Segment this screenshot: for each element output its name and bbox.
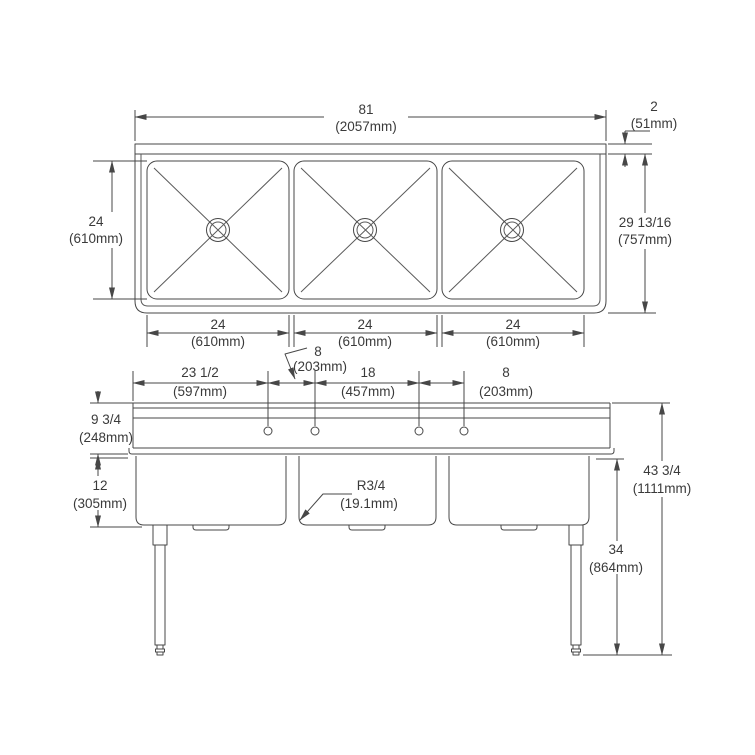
dim-rim-thickness-mm: (51mm): [631, 116, 678, 131]
drain-icon-2-inner: [356, 221, 374, 239]
dim-overall-height-in: 43 3/4: [643, 463, 681, 478]
dim-deck-height-in: 9 3/4: [91, 412, 122, 427]
dim-bowl-ftb-in: 24: [88, 214, 104, 229]
dim-faucet-chain: 23 1/2 (597mm) 18 (457mm) 8 (203mm) 8 (2…: [132, 344, 533, 426]
dim-overall-width-mm: (2057mm): [335, 119, 397, 134]
front-view: [128, 402, 672, 656]
dim-faucet-offset-left-in: 23 1/2: [181, 365, 219, 380]
dim-deck-height-mm: (248mm): [79, 430, 133, 445]
bowl-2-front: [298, 456, 437, 526]
bowl-2: [293, 160, 438, 300]
deck-sides: [132, 403, 611, 448]
dim-corner-radius-in: R3/4: [357, 478, 386, 493]
top-view: [134, 143, 607, 314]
dim-bowl-depth-in: 12: [92, 478, 107, 493]
dim-rim-thickness-in: 2: [650, 99, 658, 114]
faucet-hole-3: [414, 426, 424, 436]
dim-faucet-spacing-left-mm: (203mm): [293, 359, 347, 374]
dim-bowl-depth: 12 (305mm): [68, 457, 142, 528]
dim-faucet-spread-in: 18: [360, 365, 375, 380]
dim-bowl-3-width: 24 (610mm): [441, 315, 585, 349]
dim-overall-depth: 29 13/16 (757mm): [608, 153, 678, 314]
dim-overall-height: 43 3/4 (1111mm): [612, 402, 693, 656]
top-view-outline: [134, 143, 607, 314]
dim-overall-depth-mm: (757mm): [618, 232, 672, 247]
faucet-hole-1: [263, 426, 273, 436]
dim-bowl-3-width-mm: (610mm): [486, 334, 540, 349]
dim-faucet-spread-mm: (457mm): [341, 384, 395, 399]
bowl-3-diagonals: [448, 167, 578, 293]
drain-icon-1-inner: [209, 221, 227, 239]
drain-icon-3: [500, 218, 524, 242]
dim-overall-height-mm: (1111mm): [633, 481, 692, 496]
dim-faucet-offset-left-mm: (597mm): [173, 384, 227, 399]
dim-faucet-spacing-right-in: 8: [502, 365, 510, 380]
dim-overall-width-in: 81: [358, 102, 373, 117]
dim-corner-radius-mm: (19.1mm): [340, 496, 398, 511]
dim-floor-to-underside: 34 (864mm): [587, 458, 646, 656]
faucet-hole-2: [310, 426, 320, 436]
dimensions: 81 (2057mm) 2 (51mm) 29 13/16 (757mm) 24: [66, 99, 693, 656]
dim-bowl-1-width-mm: (610mm): [191, 334, 245, 349]
dim-bowl-2-width: 24 (610mm): [293, 315, 438, 349]
deck-top-lines: [133, 402, 610, 419]
drain-fitting-3: [500, 525, 538, 531]
drain-icon-1: [206, 218, 230, 242]
dim-overall-width: 81 (2057mm): [134, 102, 607, 141]
bowl-1-front: [135, 456, 287, 526]
dim-floor-to-underside-in: 34: [608, 542, 624, 557]
drain-fitting-1: [192, 525, 230, 531]
drain-fitting-2: [348, 525, 386, 531]
drain-icon-2: [353, 218, 377, 242]
dim-bowl-2-width-in: 24: [357, 317, 373, 332]
dim-faucet-spacing-right-mm: (203mm): [479, 384, 533, 399]
left-leg: [152, 524, 168, 656]
front-lip: [128, 448, 615, 455]
dim-rim-thickness: 2 (51mm): [608, 99, 677, 167]
drain-icon-3-inner: [503, 221, 521, 239]
dim-bowl-1-width-in: 24: [210, 317, 226, 332]
faucet-hole-4: [459, 426, 469, 436]
dim-deck-height: 9 3/4 (248mm): [79, 391, 133, 466]
dim-floor-to-underside-mm: (864mm): [589, 560, 643, 575]
bowl-3-front: [448, 456, 590, 526]
bowl-1-diagonals: [153, 167, 283, 293]
bowl-1: [146, 160, 290, 300]
right-leg: [568, 524, 584, 656]
dim-bowl-1-width: 24 (610mm): [146, 315, 290, 349]
dim-bowl-2-width-mm: (610mm): [338, 334, 392, 349]
dim-bowl-depth-mm: (305mm): [73, 496, 127, 511]
dim-bowl-ftb-mm: (610mm): [69, 231, 123, 246]
dim-bowl-3-width-in: 24: [505, 317, 521, 332]
bowl-3: [441, 160, 585, 300]
bowl-2-diagonals: [300, 167, 431, 293]
dim-corner-radius: R3/4 (19.1mm): [299, 478, 398, 521]
dim-bowl-front-to-back: 24 (610mm): [66, 160, 147, 300]
inner-rim-line: [140, 154, 601, 307]
dim-faucet-spacing-left-in: 8: [314, 344, 322, 359]
dim-overall-depth-in: 29 13/16: [619, 215, 672, 230]
